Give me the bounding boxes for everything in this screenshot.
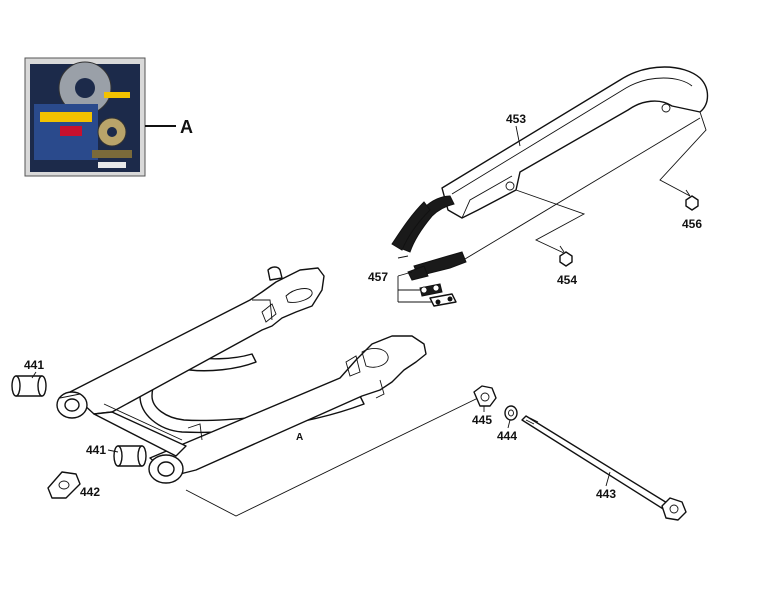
leader-453: [515, 125, 521, 147]
chain-kit-package-photo[interactable]: KIT CHAINE: [24, 57, 146, 177]
screw456-alignment-line: [659, 111, 707, 197]
swingarm[interactable]: [56, 266, 427, 484]
nut-445[interactable]: [473, 385, 497, 407]
screw-454[interactable]: [559, 245, 573, 267]
leader-441-lower: [107, 449, 119, 453]
callout-441-upper: 441: [24, 358, 44, 372]
washer-444[interactable]: [504, 405, 518, 421]
screw454-alignment-line: [515, 189, 586, 255]
callout-454: 454: [557, 273, 577, 287]
kit-brand-text: KIT CHAINE: [42, 115, 82, 122]
callout-442: 442: [80, 485, 100, 499]
callout-445: 445: [472, 413, 492, 427]
bearing-lower[interactable]: [113, 445, 147, 467]
callout-441-lower: 441: [86, 443, 106, 457]
axle-443[interactable]: [521, 415, 687, 521]
leader-457: [397, 255, 432, 303]
leader-444: [507, 419, 511, 429]
chain-457[interactable]: [391, 195, 467, 307]
axle-alignment-line: [185, 397, 479, 517]
leader-443: [605, 471, 611, 487]
callout-444: 444: [497, 429, 517, 443]
callout-456: 456: [682, 217, 702, 231]
chain-block-442[interactable]: [47, 471, 81, 499]
callout-443: 443: [596, 487, 616, 501]
bearing-upper[interactable]: [11, 375, 47, 397]
callout-457: 457: [368, 270, 388, 284]
screw-456[interactable]: [685, 189, 699, 211]
leader-441-upper: [31, 371, 37, 379]
callout-swingarm-A: A: [296, 432, 303, 443]
guard-chain-alignment-line: [459, 117, 701, 263]
callout-453: 453: [506, 112, 526, 126]
callout-kit-A: A: [180, 117, 193, 137]
chain-guard-453[interactable]: [441, 66, 709, 219]
